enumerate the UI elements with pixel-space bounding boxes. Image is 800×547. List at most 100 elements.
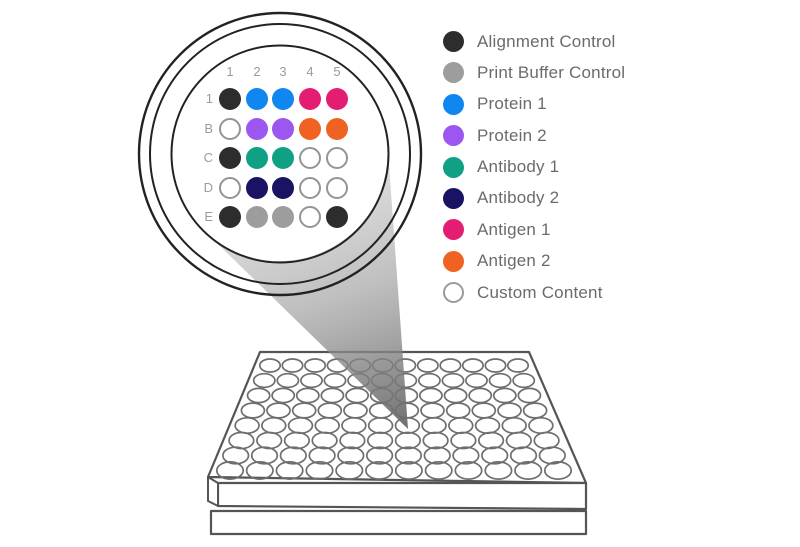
plate-well xyxy=(492,387,517,404)
plate-well xyxy=(215,461,245,480)
legend-label: Alignment Control xyxy=(477,31,616,51)
grid-column-label: 1 xyxy=(226,64,234,79)
plate-well xyxy=(538,446,566,465)
spot-E4-custom-content xyxy=(299,206,321,228)
alignment-control-swatch-icon xyxy=(443,31,464,52)
magnifier-beam xyxy=(204,146,408,430)
spot-E5-alignment-control xyxy=(326,206,348,228)
magnifier-rim-outer xyxy=(137,11,423,297)
plate-well xyxy=(484,358,507,373)
plate-well xyxy=(394,461,423,480)
plate-well xyxy=(461,358,484,373)
plate-wells xyxy=(215,358,573,480)
plate-well xyxy=(441,372,465,389)
plate-well xyxy=(416,358,439,373)
plate-well xyxy=(452,446,480,465)
protein-1-swatch-icon xyxy=(443,93,464,115)
legend-label: Antibody 1 xyxy=(477,157,560,177)
plate-well xyxy=(245,461,274,480)
spot-E1-alignment-control xyxy=(219,206,241,228)
spot-D1-custom-content xyxy=(219,176,241,199)
protein-2-swatch-icon xyxy=(443,125,464,147)
legend-label: Antibody 2 xyxy=(477,188,560,208)
grid-row-label: B xyxy=(204,120,213,136)
plate-well xyxy=(335,461,364,480)
spot-D2-antibody-2 xyxy=(246,176,268,199)
plate-well xyxy=(465,372,488,389)
spot-D3-antibody-2 xyxy=(272,176,294,199)
legend-item-custom-content: Custom Content xyxy=(443,282,625,304)
spot-15-antigen-1 xyxy=(326,88,348,110)
spot-11-alignment-control xyxy=(219,88,241,110)
plate-well xyxy=(279,446,307,465)
plate-well xyxy=(417,372,441,389)
plate-well xyxy=(271,387,296,404)
plate-well xyxy=(424,461,453,480)
grid-column-label: 4 xyxy=(306,64,314,79)
grid-column-label: 5 xyxy=(333,64,341,79)
plate-well xyxy=(365,461,394,480)
plate-base xyxy=(209,509,588,536)
spot-C4-custom-content xyxy=(299,147,321,169)
legend-label: Protein 1 xyxy=(477,94,547,114)
grid-row-label: E xyxy=(204,209,213,224)
plate-well xyxy=(276,372,300,389)
legend-item-antibody-2: Antibody 2 xyxy=(443,187,625,209)
plate-well xyxy=(506,358,530,373)
plate-well xyxy=(305,461,334,480)
antigen-2-swatch-icon xyxy=(443,250,464,272)
legend-item-antigen-2: Antigen 2 xyxy=(443,250,625,272)
print-buffer-control-swatch-icon xyxy=(443,62,464,84)
plate-well xyxy=(281,358,304,373)
spot-D4-custom-content xyxy=(299,176,321,199)
spot-C1-alignment-control xyxy=(219,147,241,169)
plate-well xyxy=(477,431,505,450)
spot-13-protein-1 xyxy=(272,88,294,110)
plate-well xyxy=(394,431,422,450)
plate-well xyxy=(246,387,271,404)
legend-item-antibody-1: Antibody 1 xyxy=(443,156,625,178)
grid-row-label: D xyxy=(203,179,213,195)
plate-well xyxy=(300,372,323,389)
antibody-2-swatch-icon xyxy=(443,187,464,209)
legend-label: Antigen 1 xyxy=(477,219,551,239)
plate-well xyxy=(258,358,282,373)
plate-well xyxy=(484,461,513,480)
plate-well xyxy=(509,446,538,465)
legend-item-alignment-control: Alignment Control xyxy=(443,31,625,52)
plate-well xyxy=(337,446,365,465)
plate-well xyxy=(394,446,423,465)
plate-well xyxy=(252,372,276,389)
plate-well xyxy=(512,372,536,389)
antigen-1-swatch-icon xyxy=(443,219,464,241)
spot-C5-custom-content xyxy=(326,147,348,169)
legend-item-protein-2: Protein 2 xyxy=(443,125,625,147)
plate-well xyxy=(323,372,347,389)
spot-E2-print-buffer-control xyxy=(246,206,268,228)
spot-C2-antibody-1 xyxy=(246,147,268,169)
plate-well xyxy=(543,461,573,480)
spot-D5-custom-content xyxy=(326,176,348,199)
spot-B4-antigen-2 xyxy=(299,117,321,140)
plate-well xyxy=(514,461,543,480)
plate-well xyxy=(365,446,394,465)
magnifier-rim-inner xyxy=(170,44,390,264)
plate-well xyxy=(339,431,366,450)
legend-item-antigen-1: Antigen 1 xyxy=(443,219,625,241)
grid-column-label: 2 xyxy=(253,64,261,79)
spot-B2-protein-2 xyxy=(246,117,268,140)
legend-label: Antigen 2 xyxy=(477,251,551,271)
spot-E3-print-buffer-control xyxy=(272,206,294,228)
legend-label: Custom Content xyxy=(477,282,603,302)
plate-well xyxy=(454,461,483,480)
plate-well xyxy=(481,446,509,465)
legend-label: Print Buffer Control xyxy=(477,62,626,82)
spot-12-protein-1 xyxy=(246,88,268,110)
spot-C3-antibody-1 xyxy=(272,147,294,169)
plate-well xyxy=(308,446,336,465)
legend-item-protein-1: Protein 1 xyxy=(443,93,625,115)
